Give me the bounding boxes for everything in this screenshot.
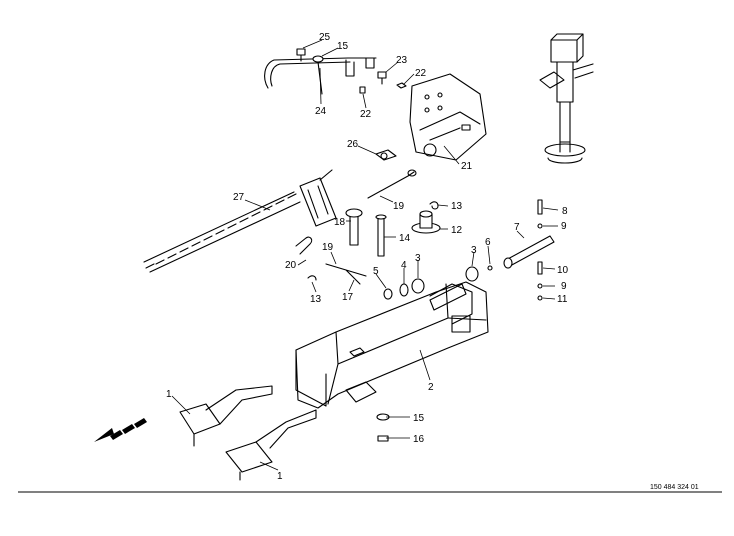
hub-12 <box>411 210 441 234</box>
callout-labels: 25 15 24 23 22 22 21 26 27 19 13 18 14 1… <box>166 32 569 482</box>
callout-23: 23 <box>396 55 408 66</box>
callout-15: 15 <box>337 41 349 52</box>
callout-13: 13 <box>310 294 322 305</box>
step-plate-1b <box>225 409 317 481</box>
callout-24: 24 <box>315 106 327 117</box>
callout-11: 11 <box>557 294 568 305</box>
callout-25: 25 <box>319 32 331 43</box>
safety-chain-27 <box>143 169 337 273</box>
mounting-bracket-21 <box>409 73 487 161</box>
callout-26: 26 <box>347 139 359 150</box>
callout-19: 19 <box>322 242 334 253</box>
clip-26 <box>375 149 397 161</box>
callout-14: 14 <box>399 233 411 244</box>
callout-22: 22 <box>415 68 427 79</box>
callout-3: 3 <box>471 245 477 256</box>
drawing-number: 150 484 324 01 <box>650 484 699 491</box>
washer-nut-lower <box>376 413 390 442</box>
callout-5: 5 <box>373 266 379 277</box>
callout-12: 12 <box>451 225 463 236</box>
pin-7-hardware <box>503 199 555 301</box>
drawbar-frame-2 <box>295 281 489 409</box>
callout-8: 8 <box>562 206 568 217</box>
rings-3-4-5 <box>383 265 493 300</box>
step-plate-1a <box>179 385 273 447</box>
callout-18: 18 <box>334 217 346 228</box>
callout-13: 13 <box>451 201 463 212</box>
leader-lines <box>171 39 559 471</box>
callout-9: 9 <box>561 221 567 232</box>
callout-3: 3 <box>415 253 421 264</box>
direction-arrow <box>94 418 147 442</box>
callout-22: 22 <box>360 109 372 120</box>
handle-bracket-24 <box>264 57 377 95</box>
callout-9: 9 <box>561 281 567 292</box>
bolts-washers-top <box>296 48 407 94</box>
callout-10: 10 <box>557 265 569 276</box>
callout-21: 21 <box>461 161 473 172</box>
callout-1: 1 <box>277 471 283 482</box>
callout-16: 16 <box>413 434 425 445</box>
callout-4: 4 <box>401 260 407 271</box>
callout-2: 2 <box>428 382 434 393</box>
callout-19: 19 <box>393 201 405 212</box>
callout-20: 20 <box>285 260 297 271</box>
jack-stand <box>539 33 594 164</box>
callout-17: 17 <box>342 292 354 303</box>
callout-15: 15 <box>413 413 425 424</box>
callout-27: 27 <box>233 192 245 203</box>
callout-1: 1 <box>166 389 172 400</box>
callout-7: 7 <box>514 222 520 233</box>
callout-6: 6 <box>485 237 491 248</box>
